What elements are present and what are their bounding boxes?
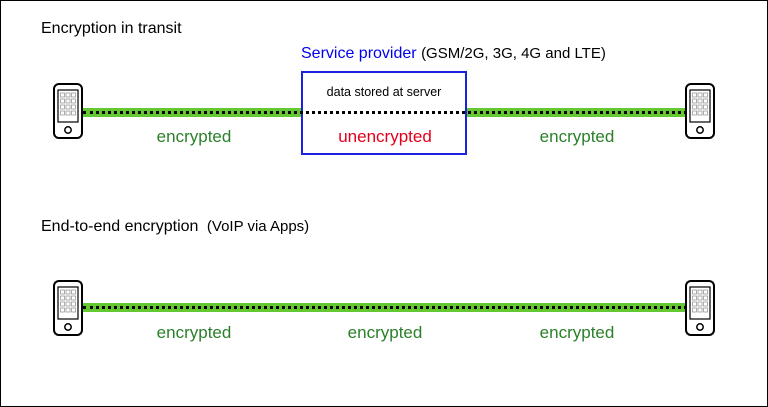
smartphone-icon — [685, 83, 715, 139]
server-note: data stored at server — [326, 85, 442, 99]
smartphone-icon — [53, 280, 83, 336]
smartphone-icon — [53, 83, 83, 139]
transit-title: Encryption in transit — [41, 20, 182, 37]
e2e-left-label: encrypted — [156, 323, 232, 342]
e2e-subtitle: (VoIP via Apps) — [206, 218, 310, 235]
e2e-title-text: End-to-end encryption — [41, 218, 199, 235]
e2e-title: End-to-end encryption (VoIP via Apps) — [41, 218, 309, 236]
transit-right-label: encrypted — [539, 127, 615, 146]
service-provider-networks: (GSM/2G, 3G, 4G and LTE) — [421, 45, 606, 62]
e2e-data-path — [83, 306, 687, 309]
e2e-right-label: encrypted — [539, 323, 615, 342]
e2e-middle-label: encrypted — [347, 323, 423, 342]
transit-left-label: encrypted — [156, 127, 232, 146]
smartphone-icon — [685, 280, 715, 336]
transit-middle-label: unencrypted — [338, 127, 432, 146]
service-provider-name: Service provider — [301, 45, 417, 62]
transit-data-path — [83, 111, 687, 114]
service-provider-title: Service provider (GSM/2G, 3G, 4G and LTE… — [301, 45, 606, 63]
